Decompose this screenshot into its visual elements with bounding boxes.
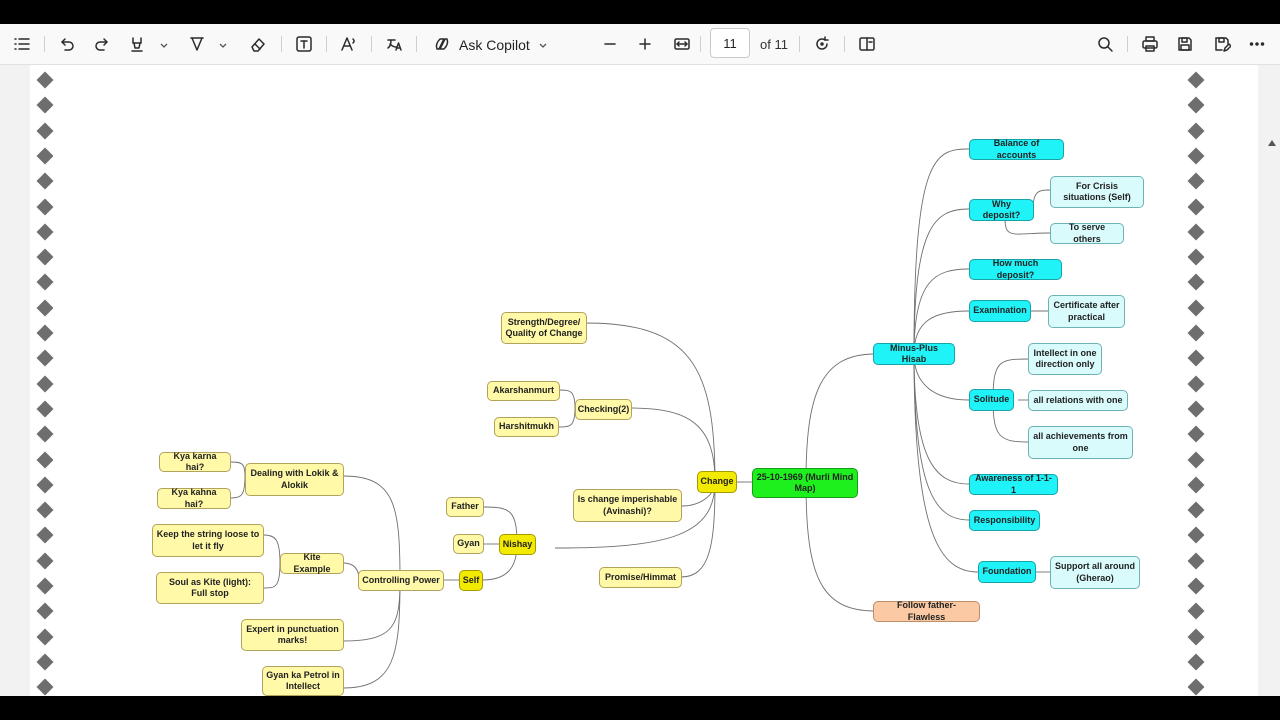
toolbar-divider [799,36,800,52]
mindmap-node-self[interactable]: Self [459,570,483,591]
save-as-icon[interactable] [1209,32,1235,56]
rotate-icon[interactable] [809,32,835,56]
eraser-icon[interactable] [245,32,271,56]
mindmap-node-all-achievements[interactable]: all achievements from one [1028,426,1133,459]
mindmap-node-controlling-power[interactable]: Controlling Power [358,570,444,591]
highlight-icon[interactable] [124,32,150,56]
mindmap-node-foundation[interactable]: Foundation [978,561,1036,583]
mindmap-node-certificate[interactable]: Certificate after practical [1048,295,1125,328]
search-icon[interactable] [1092,32,1118,56]
mindmap-node-awareness[interactable]: Awareness of 1-1-1 [969,473,1058,495]
toolbar-divider [371,36,372,52]
toolbar-divider [1127,36,1128,52]
fit-page-icon[interactable] [669,32,695,56]
chevron-down-icon[interactable] [538,38,548,48]
mindmap-node-kya-kahna[interactable]: Kya kahna hai? [157,487,231,509]
mindmap-center-node[interactable]: 25-10-1969 (Murli Mind Map) [752,468,858,498]
zoom-out-icon[interactable] [597,32,623,56]
mindmap-node-soul-kite[interactable]: Soul as Kite (light): Full stop [156,572,264,604]
save-icon[interactable] [1172,32,1198,56]
mindmap-node-change[interactable]: Change [697,471,737,493]
mindmap-node-crisis[interactable]: For Crisis situations (Self) [1050,176,1144,208]
mindmap-node-follow-father[interactable]: Follow father- Flawless [873,600,980,622]
mindmap-node-examination[interactable]: Examination [969,300,1031,322]
copilot-icon[interactable] [429,32,455,56]
chevron-down-icon[interactable] [218,38,228,48]
mindmap-node-father[interactable]: Father [446,497,484,517]
mindmap-node-intellect-one[interactable]: Intellect in one direction only [1028,343,1102,375]
toolbar-divider [281,36,282,52]
mindmap-node-imperishable[interactable]: Is change imperishable (Avinashi)? [573,489,682,522]
more-icon[interactable] [1244,32,1270,56]
mindmap-node-responsibility[interactable]: Responsibility [969,510,1040,531]
mindmap-node-gyan[interactable]: Gyan [453,534,484,554]
page-number-input[interactable]: 11 [710,28,750,58]
mindmap-node-promise[interactable]: Promise/Himmat [599,567,682,588]
mindmap-node-balance[interactable]: Balance of accounts [969,138,1064,160]
chevron-down-icon[interactable] [159,38,169,48]
text-box-icon[interactable] [291,32,317,56]
toolbar-divider [44,36,45,52]
mindmap-node-why-deposit[interactable]: Why deposit? [969,199,1034,221]
toolbar-divider [416,36,417,52]
page-view-icon[interactable] [854,32,880,56]
draw-icon[interactable] [184,32,210,56]
redo-icon[interactable] [89,32,115,56]
mindmap-node-strength[interactable]: Strength/Degree/ Quality of Change [501,312,587,344]
bottom-black-bar [0,696,1280,720]
mindmap-node-kya-karna[interactable]: Kya karna hai? [159,451,231,472]
pdf-viewer[interactable]: 25-10-1969 (Murli Mind Map) Change Stren… [0,65,1280,696]
mindmap-node-support[interactable]: Support all around (Gherao) [1050,556,1140,589]
print-icon[interactable] [1137,32,1163,56]
mindmap-node-checking[interactable]: Checking(2) [575,399,632,420]
pdf-page: 25-10-1969 (Murli Mind Map) Change Stren… [30,65,1258,696]
mindmap-node-punctuation[interactable]: Expert in punctuation marks! [241,619,344,651]
mindmap-node-kite-example[interactable]: Kite Example [280,552,344,574]
zoom-in-icon[interactable] [632,32,658,56]
ask-copilot-label[interactable]: Ask Copilot [459,37,530,53]
mindmap-node-serve-others[interactable]: To serve others [1050,222,1124,244]
mindmap-node-how-much[interactable]: How much deposit? [969,258,1062,280]
toolbar-divider [700,36,701,52]
toolbar-divider [844,36,845,52]
mindmap-node-nishay[interactable]: Nishay [499,534,536,555]
mindmap-node-all-relations[interactable]: all relations with one [1028,390,1128,411]
mindmap-node-string-loose[interactable]: Keep the string loose to let it fly [152,524,264,557]
mindmap-node-dealing[interactable]: Dealing with Lokik & Alokik [245,463,344,496]
translate-icon[interactable] [381,32,407,56]
list-icon[interactable] [9,32,35,56]
mindmap-node-solitude[interactable]: Solitude [969,389,1014,411]
mindmap-node-minus-plus[interactable]: Minus-Plus Hisab [873,343,955,365]
top-black-bar [0,0,1280,24]
mindmap-node-akarshanmurt[interactable]: Akarshanmurt [487,381,560,401]
scroll-up-arrow-icon[interactable] [1266,135,1278,146]
undo-icon[interactable] [54,32,80,56]
mindmap-node-harshitmukh[interactable]: Harshitmukh [494,417,559,437]
page-total-label: of 11 [760,37,788,52]
mindmap-node-gyan-petrol[interactable]: Gyan ka Petrol in Intellect [262,666,344,696]
pdf-toolbar: Ask Copilot of 11 [0,24,1280,65]
toolbar-divider [326,36,327,52]
read-aloud-icon[interactable] [336,32,362,56]
